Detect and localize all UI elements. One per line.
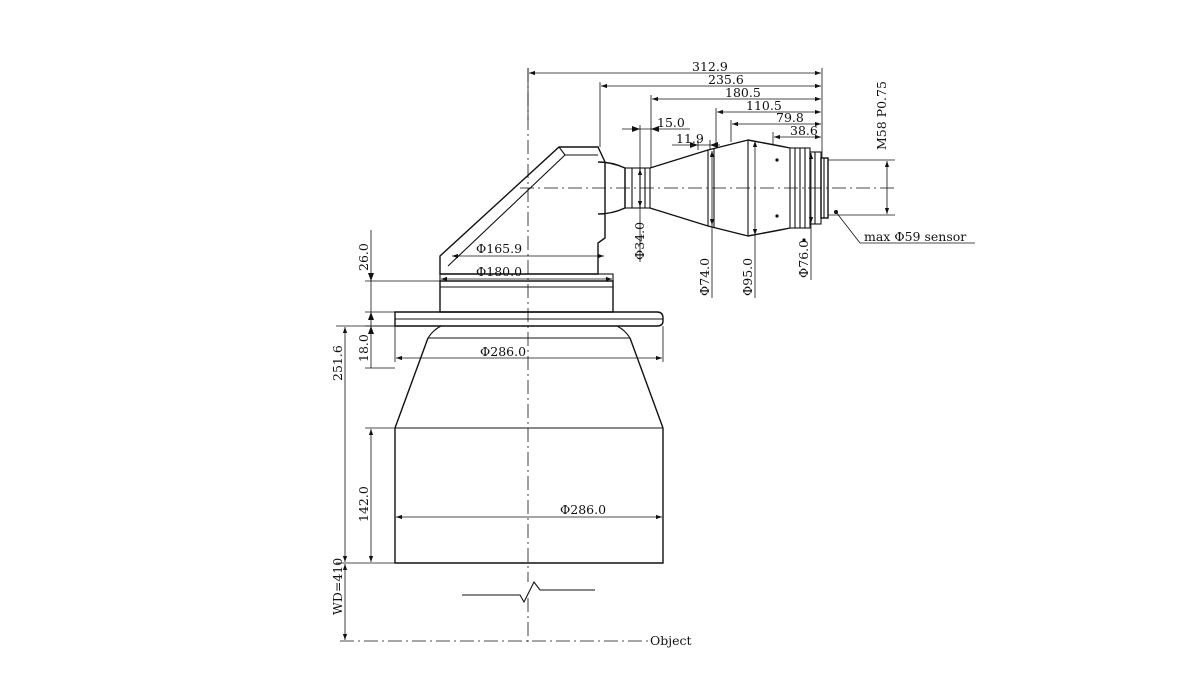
fold-mirror-housing <box>439 146 606 275</box>
dim-height-26: 26.0 <box>356 243 371 271</box>
relay-diameter-lines <box>637 141 814 298</box>
sensor-note: max Φ59 sensor <box>864 229 966 244</box>
dim-15-0: 15.0 <box>657 115 685 130</box>
dim-180-5: 180.5 <box>725 85 761 100</box>
dim-dia-165-9: Φ165.9 <box>476 241 522 256</box>
dim-110-5: 110.5 <box>746 98 782 113</box>
dim-dia-180-0: Φ180.0 <box>476 264 522 279</box>
dim-dia-34: Φ34.0 <box>632 222 647 260</box>
dim-dia-286-body: Φ286.0 <box>560 502 606 517</box>
horizontal-dimensions <box>527 68 823 168</box>
flange <box>394 311 664 327</box>
dim-height-251-6: 251.6 <box>330 345 345 381</box>
vertical-dimensions <box>336 230 440 640</box>
dim-11-9: 11.9 <box>676 131 704 146</box>
dim-dia-74: Φ74.0 <box>697 258 712 296</box>
object-label: Object <box>650 633 692 648</box>
mount-block <box>439 273 614 313</box>
sensor-leader <box>834 210 975 244</box>
dim-38-6: 38.6 <box>790 123 818 138</box>
dim-dia-95: Φ95.0 <box>740 258 755 296</box>
dim-79-8: 79.8 <box>776 110 804 125</box>
thread-label: M58 P0.75 <box>874 81 889 150</box>
objective-body <box>394 325 664 564</box>
dim-height-18: 18.0 <box>356 334 371 362</box>
thread-dimension <box>828 159 895 216</box>
dim-dia-76: Φ76.0 <box>796 240 811 278</box>
dim-height-142: 142.0 <box>356 486 371 522</box>
dim-dia-286-flange: Φ286.0 <box>480 344 526 359</box>
diameter-dimension-lines <box>394 253 664 520</box>
dim-235-6: 235.6 <box>708 72 744 87</box>
break-symbol <box>462 580 595 604</box>
dim-312-9: 312.9 <box>692 59 728 74</box>
dim-working-distance: WD=410 <box>330 558 345 615</box>
